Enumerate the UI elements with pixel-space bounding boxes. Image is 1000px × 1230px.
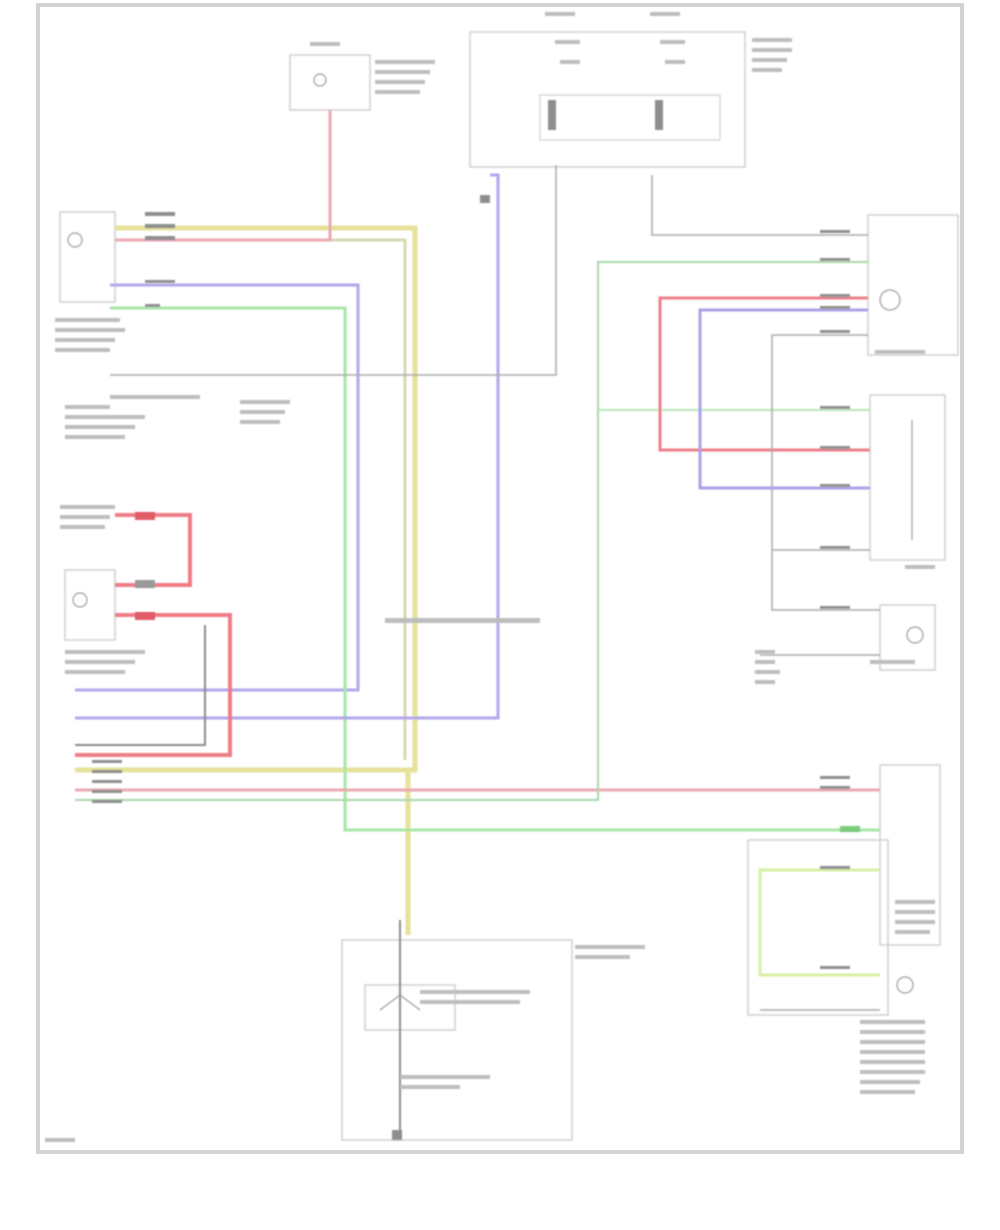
wire-black-left (75, 625, 206, 746)
wire-red-right (658, 296, 870, 452)
wire-red-upper-loop (115, 513, 192, 587)
wire-pink-fuse (115, 110, 332, 242)
faint-label-blocks (45, 12, 935, 1142)
top-center-fuse-relay-block (469, 31, 746, 168)
switch-symbols (67, 73, 924, 1011)
left-switch-component-lower (64, 569, 116, 641)
wire-green-bus (75, 261, 868, 801)
bottom-center-module (341, 939, 573, 1141)
right-connector-component (869, 394, 946, 561)
wire-purple-right (698, 308, 870, 490)
wire-purple-left (75, 283, 360, 692)
wire-gray-right (771, 334, 880, 611)
right-lamp-component (879, 604, 936, 671)
right-relay-component (867, 214, 959, 356)
diagram-frame (36, 3, 964, 1154)
wire-gray-center (110, 165, 557, 376)
left-switch-component-upper (59, 211, 116, 303)
wire-red-lower-loop (75, 613, 232, 757)
wire-olive-parallel (115, 238, 407, 760)
wire-purple-center (75, 173, 500, 720)
wire-gray-relay (651, 175, 868, 236)
top-left-fuse-box (289, 54, 371, 111)
connector-marks (92, 100, 860, 1140)
wire-lime-right (758, 868, 880, 977)
wire-yellow-main (75, 225, 418, 935)
wire-green-left (110, 306, 880, 832)
right-control-module (747, 764, 941, 1016)
